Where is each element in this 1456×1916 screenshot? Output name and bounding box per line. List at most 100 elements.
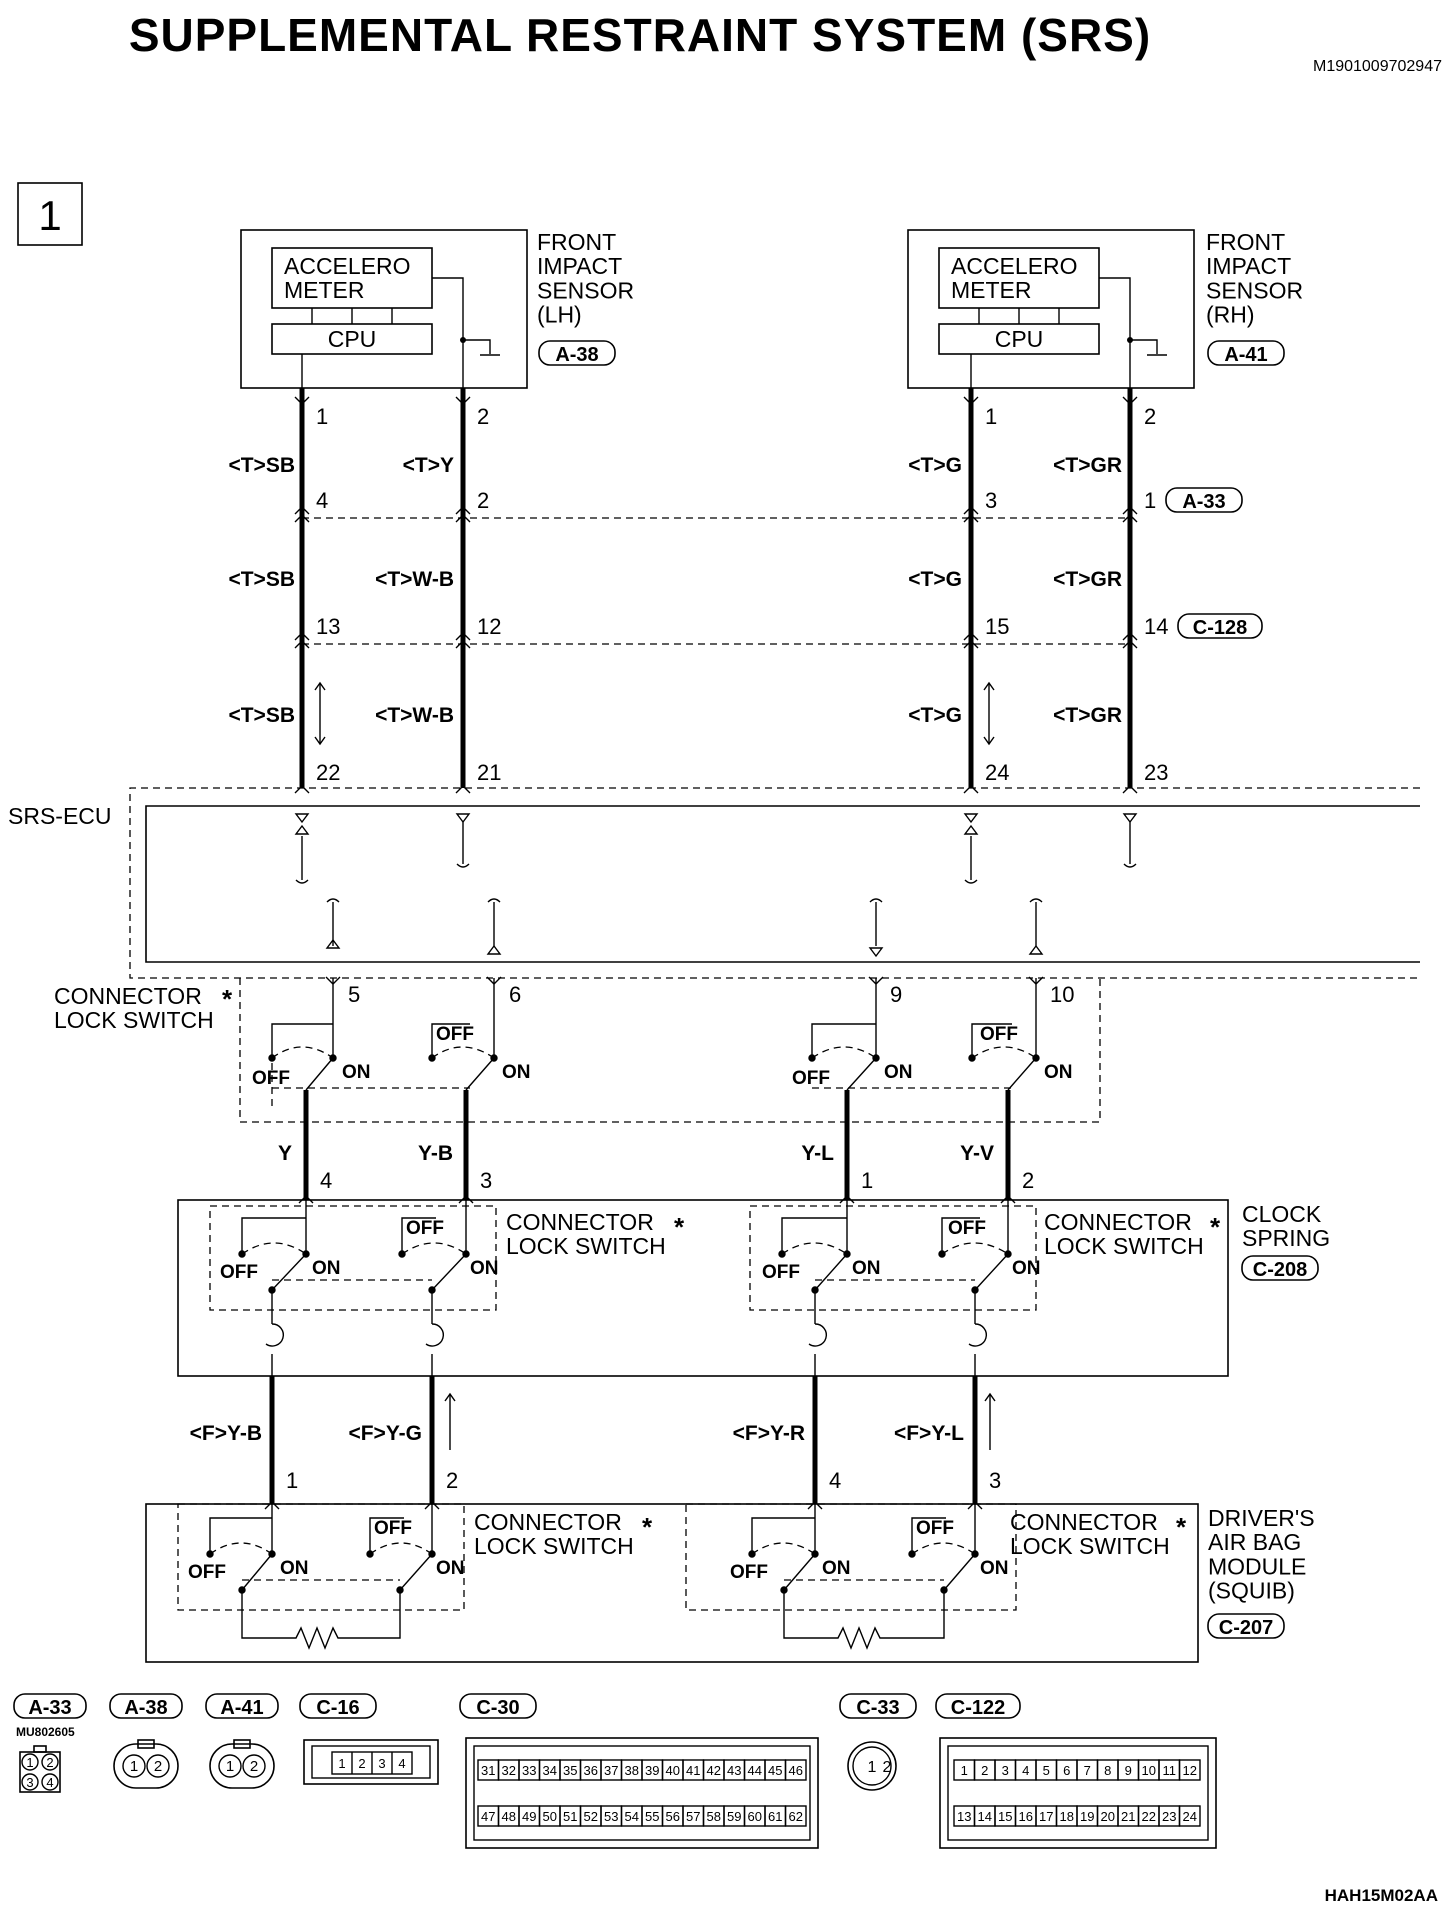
- direction-arrow: [984, 1392, 996, 1450]
- connector-cell-label: 62: [789, 1809, 803, 1824]
- switch-on: ON: [884, 1062, 913, 1083]
- switch-on: ON: [1044, 1062, 1073, 1083]
- wire-color: <T>W-B: [375, 568, 454, 591]
- pin: 12: [477, 614, 501, 639]
- connector-cell-label: 41: [686, 1763, 700, 1778]
- wire-color: <T>G: [908, 454, 962, 477]
- pin: 2: [446, 1468, 458, 1493]
- section-number-box: 1: [17, 182, 83, 246]
- connector-cell-label: 1: [961, 1763, 968, 1778]
- cell: 1: [868, 1759, 877, 1776]
- switch-on: ON: [342, 1062, 371, 1083]
- pin: 2: [477, 488, 489, 513]
- wire-color: <T>G: [908, 568, 962, 591]
- connector-cell-label: 37: [604, 1763, 618, 1778]
- connector-cell-label: 3: [1002, 1763, 1009, 1778]
- connector-cell-label: 44: [748, 1763, 762, 1778]
- pin: 1: [286, 1468, 298, 1493]
- connector-id: A-38: [124, 1697, 167, 1719]
- connector-cell-label: 58: [707, 1809, 721, 1824]
- pin-rh-2: 2: [1144, 404, 1156, 429]
- switch-off: OFF: [188, 1562, 226, 1583]
- connector-cell: [784, 1759, 807, 1781]
- document-id: M1901009702947: [1312, 58, 1442, 75]
- double-arrow: [983, 681, 995, 746]
- connector-cell-label: 21: [1121, 1809, 1135, 1824]
- connector-cell-label: 47: [481, 1809, 495, 1824]
- asterisk: *: [674, 1212, 685, 1242]
- switch-off: OFF: [436, 1024, 474, 1045]
- connector-id: A-41: [220, 1697, 263, 1719]
- cell: 1: [226, 1758, 234, 1775]
- connector-c207-label: C-207: [1219, 1617, 1273, 1639]
- switch-on: ON: [280, 1558, 309, 1579]
- pin: 3: [985, 488, 997, 513]
- connector-cell-label: 31: [481, 1763, 495, 1778]
- connector-cell-label: 38: [625, 1763, 639, 1778]
- lower-harness: <F>Y-B <F>Y-G <F>Y-R <F>Y-L 1 2 4 3: [190, 1376, 1001, 1510]
- pin: 3: [480, 1168, 492, 1193]
- pin: 15: [985, 614, 1009, 639]
- cell: 2: [154, 1758, 162, 1775]
- switch-on: ON: [470, 1258, 499, 1279]
- connector-view-a33: A-33 MU802605 1 2 3 4: [13, 1693, 87, 1793]
- wire-color: <F>Y-G: [348, 1422, 422, 1445]
- connector-cell-label: 55: [645, 1809, 659, 1824]
- connector-cell-label: 15: [998, 1809, 1012, 1824]
- section-number: 1: [38, 192, 61, 239]
- connector-cell-label: 4: [1022, 1763, 1029, 1778]
- connector-cell-label: 50: [543, 1809, 557, 1824]
- asterisk: *: [222, 984, 233, 1014]
- connector-a38-label: A-38: [555, 344, 598, 366]
- wire-color: Y-L: [801, 1142, 834, 1165]
- pin: 14: [1144, 614, 1168, 639]
- connector-cell-label: 57: [686, 1809, 700, 1824]
- asterisk: *: [1176, 1512, 1187, 1542]
- pin: 1: [861, 1168, 873, 1193]
- wire-color: <F>Y-R: [733, 1422, 805, 1445]
- switch-off: OFF: [220, 1262, 258, 1283]
- connector-cell-label: 59: [727, 1809, 741, 1824]
- asterisk: *: [642, 1512, 653, 1542]
- wire-color: Y-V: [960, 1142, 994, 1165]
- connector-cell-label: 54: [625, 1809, 639, 1824]
- switch-off: OFF: [374, 1518, 412, 1539]
- cell: 1: [26, 1755, 33, 1770]
- connector-cell-label: 20: [1101, 1809, 1115, 1824]
- direction-arrow: [444, 1392, 456, 1450]
- pin: 4: [320, 1168, 332, 1193]
- cell: 2: [358, 1756, 365, 1771]
- cpu-label-lh: CPU: [328, 326, 377, 352]
- pin-lh-1: 1: [316, 404, 328, 429]
- asterisk: *: [1210, 1212, 1221, 1242]
- wire-color: <F>Y-L: [894, 1422, 964, 1445]
- connector-cell-label: 24: [1183, 1809, 1197, 1824]
- upper-harness: 1 2 1 2 <T>SB <T>Y <T>G <T>GR 4 2 3 1 A-…: [228, 388, 1263, 794]
- connector-cell-label: 51: [563, 1809, 577, 1824]
- connector-cell-label: 53: [604, 1809, 618, 1824]
- switch-on: ON: [852, 1258, 881, 1279]
- cell: 1: [130, 1758, 138, 1775]
- wire-color: <T>G: [908, 704, 962, 727]
- pin-rh-1: 1: [985, 404, 997, 429]
- connector-cell-label: 35: [563, 1763, 577, 1778]
- ecu-pin: 10: [1050, 982, 1074, 1007]
- connector-cell-label: 61: [768, 1809, 782, 1824]
- connector-cell-label: 42: [707, 1763, 721, 1778]
- ecu-pin: 22: [316, 760, 340, 785]
- ecu-pin: 24: [985, 760, 1009, 785]
- srs-ecu-label: SRS-ECU: [8, 803, 112, 829]
- pin: 4: [829, 1468, 841, 1493]
- switch-on: ON: [312, 1258, 341, 1279]
- connector-id: C-33: [856, 1697, 899, 1719]
